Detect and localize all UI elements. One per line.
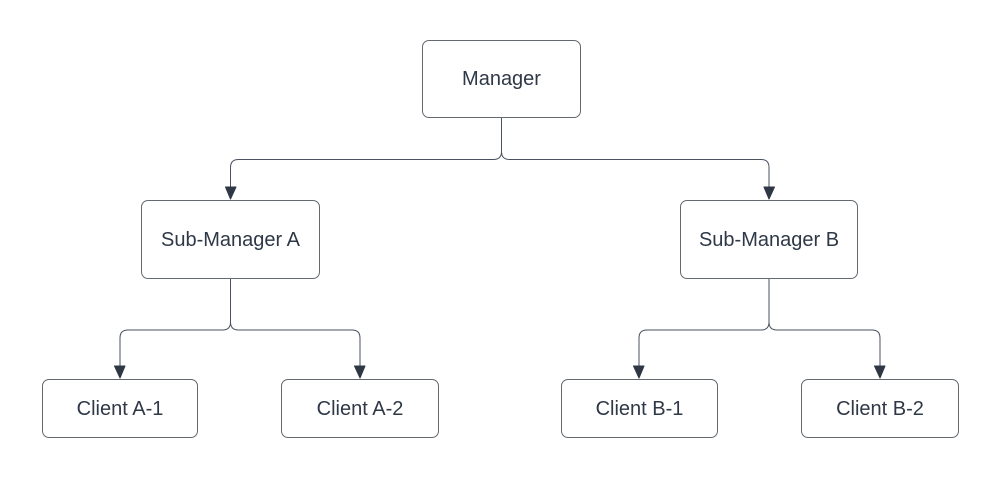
- node-sub-manager-a-label: Sub-Manager A: [161, 228, 300, 251]
- arrowhead-sub-b: [763, 186, 775, 200]
- node-client-b1[interactable]: Client B-1: [561, 379, 718, 438]
- node-client-b2[interactable]: Client B-2: [801, 379, 959, 438]
- edge-sub-b-to-client-b2: [768, 279, 886, 379]
- node-sub-manager-b-label: Sub-Manager B: [698, 228, 840, 251]
- edge-manager-to-sub-b: [501, 118, 775, 200]
- node-manager[interactable]: Manager: [422, 40, 581, 118]
- arrowhead-sub-a: [225, 186, 237, 200]
- arrowhead-client-a2: [354, 365, 366, 379]
- node-client-a2[interactable]: Client A-2: [281, 379, 439, 438]
- edge-sub-a-to-client-a2: [230, 279, 366, 379]
- node-client-b2-label: Client B-2: [836, 397, 924, 420]
- node-client-a1-label: Client A-1: [76, 397, 164, 420]
- node-client-a2-label: Client A-2: [316, 397, 404, 420]
- edge-sub-b-to-client-b1: [633, 279, 770, 379]
- edge-manager-to-sub-a: [225, 118, 502, 200]
- node-sub-manager-a[interactable]: Sub-Manager A: [141, 200, 320, 279]
- edge-sub-a-to-client-a1: [114, 279, 231, 379]
- arrowhead-client-b2: [874, 365, 886, 379]
- node-client-a1[interactable]: Client A-1: [42, 379, 198, 438]
- node-client-b1-label: Client B-1: [595, 397, 684, 420]
- node-sub-manager-b[interactable]: Sub-Manager B: [680, 200, 858, 279]
- arrowhead-client-b1: [633, 365, 645, 379]
- arrowhead-client-a1: [114, 365, 126, 379]
- node-manager-label: Manager: [462, 68, 541, 90]
